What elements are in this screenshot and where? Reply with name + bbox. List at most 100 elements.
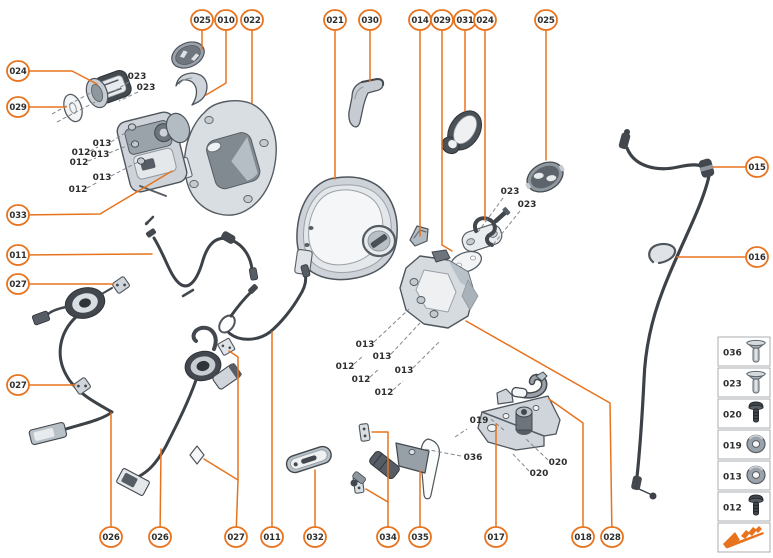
callout-024[interactable]: 024 — [473, 9, 497, 31]
svg-text:021: 021 — [326, 16, 344, 26]
callout-025[interactable]: 025 — [190, 9, 214, 31]
callout-032[interactable]: 032 — [303, 526, 327, 548]
part-number-dash-leader — [108, 142, 135, 154]
part-clip-014 — [409, 225, 429, 247]
part-clip-027d — [189, 445, 205, 465]
callout-011[interactable]: 011 — [260, 526, 284, 548]
callout-leader-line — [17, 70, 98, 85]
part-mount-plate — [178, 100, 277, 216]
part-seal-ring — [63, 93, 83, 123]
part-number-label: 023 — [137, 83, 156, 93]
callout-027[interactable]: 027 — [6, 273, 30, 295]
callout-leader-line — [228, 350, 239, 538]
callout-leader-line — [17, 170, 173, 216]
callout-027[interactable]: 027 — [6, 374, 30, 396]
part-handle-bezel — [441, 110, 482, 155]
callout-027[interactable]: 027 — [224, 526, 248, 548]
part-number-label: 036 — [464, 453, 483, 463]
part-lever-035 — [350, 438, 441, 500]
legend-part-number: 012 — [723, 504, 742, 514]
svg-text:026: 026 — [151, 533, 169, 543]
callout-014[interactable]: 014 — [408, 9, 432, 31]
svg-text:018: 018 — [574, 533, 592, 543]
callout-018[interactable]: 018 — [571, 526, 595, 548]
callout-leader-line — [371, 431, 389, 538]
part-number-label: 012 — [72, 148, 91, 158]
callout-leader-line — [205, 19, 227, 96]
callout-024[interactable]: 024 — [6, 60, 30, 82]
svg-text:029: 029 — [433, 16, 451, 26]
svg-text:026: 026 — [102, 533, 120, 543]
svg-text:014: 014 — [411, 16, 429, 26]
svg-text:010: 010 — [217, 16, 235, 26]
svg-text:024: 024 — [476, 16, 494, 26]
callout-033[interactable]: 033 — [6, 204, 30, 226]
callout-035[interactable]: 035 — [408, 526, 432, 548]
callout-leader-line — [441, 19, 453, 252]
callout-029[interactable]: 029 — [430, 9, 454, 31]
svg-text:028: 028 — [603, 533, 621, 543]
svg-text:017: 017 — [487, 533, 505, 543]
legend-part-number: 020 — [723, 411, 742, 421]
callout-022[interactable]: 022 — [240, 9, 264, 31]
part-number-dash-leader — [86, 181, 99, 189]
callout-021[interactable]: 021 — [323, 9, 347, 31]
svg-text:016: 016 — [748, 253, 766, 263]
part-number-dash-leader — [353, 355, 364, 365]
callout-034[interactable]: 034 — [376, 526, 400, 548]
callout-025[interactable]: 025 — [534, 9, 558, 31]
part-number-dash-leader — [369, 368, 380, 378]
callout-029[interactable]: 029 — [6, 96, 30, 118]
part-number-dash-leader — [373, 308, 410, 343]
part-cover-cap — [175, 72, 208, 106]
part-number-label: 012 — [70, 158, 89, 168]
part-number-label: 013 — [93, 139, 112, 149]
svg-text:025: 025 — [193, 16, 211, 26]
svg-text:033: 033 — [9, 211, 27, 221]
part-bowden-cable-right — [618, 129, 715, 500]
svg-text:011: 011 — [9, 251, 27, 261]
svg-text:031: 031 — [456, 16, 474, 26]
callout-leader-line — [17, 253, 153, 256]
part-lock-actuator — [116, 111, 191, 197]
callout-015[interactable]: 015 — [745, 156, 769, 178]
part-clip-034a — [358, 423, 371, 442]
svg-text:027: 027 — [227, 533, 245, 543]
callout-026[interactable]: 026 — [99, 526, 123, 548]
svg-text:024: 024 — [9, 67, 27, 77]
part-number-label: 012 — [375, 388, 394, 398]
part-number-dash-leader — [89, 146, 99, 152]
part-number-dash-leader — [477, 197, 504, 233]
part-bracket-017 — [477, 388, 561, 451]
part-number-label: 023 — [518, 200, 537, 210]
part-handle-housing — [294, 176, 398, 281]
part-rod-018 — [511, 371, 548, 399]
callout-028[interactable]: 028 — [600, 526, 624, 548]
callout-017[interactable]: 017 — [484, 526, 508, 548]
svg-text:029: 029 — [9, 103, 27, 113]
part-number-dash-leader — [110, 81, 130, 94]
callout-026[interactable]: 026 — [148, 526, 172, 548]
part-clip-027a — [112, 276, 130, 294]
part-cable-011b — [218, 264, 311, 341]
callout-010[interactable]: 010 — [214, 9, 238, 31]
part-trim-cover — [348, 78, 385, 128]
part-oval-cap — [525, 161, 565, 193]
part-clip-016 — [648, 242, 677, 265]
part-number-dash-leader — [87, 157, 97, 162]
callout-leader-line — [548, 398, 584, 538]
callout-011[interactable]: 011 — [6, 244, 30, 266]
part-number-dash-leader — [110, 160, 141, 177]
legend-row-013: 013 — [717, 460, 771, 491]
part-number-dash-leader — [51, 91, 93, 115]
legend-row-020: 020 — [717, 398, 771, 429]
callout-031[interactable]: 031 — [453, 9, 477, 31]
legend-logo-row — [717, 522, 771, 553]
callout-030[interactable]: 030 — [358, 9, 382, 31]
svg-text:027: 027 — [9, 381, 27, 391]
callout-leader-line — [203, 458, 239, 481]
part-harness-026a — [28, 287, 114, 446]
part-trim-032 — [285, 445, 332, 474]
legend-part-number: 023 — [723, 380, 742, 390]
callout-016[interactable]: 016 — [745, 246, 769, 268]
